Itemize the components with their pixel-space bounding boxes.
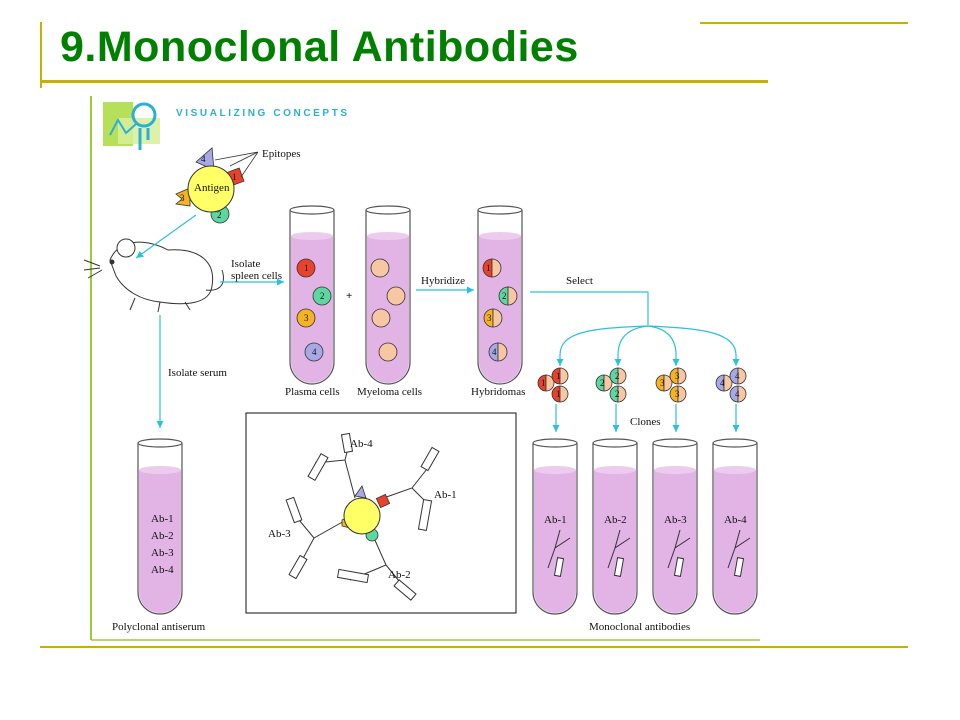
arrow-antigen-to-mouse [135,214,197,259]
polyclonal-ab-3: Ab-3 [151,547,174,559]
polyclonal-ab-1: Ab-1 [151,513,174,525]
monoclonal-antibodies-label: Monoclonal antibodies [589,621,690,633]
polyclonal-ab-2: Ab-2 [151,530,174,542]
hybridomas-tube [477,205,523,385]
inset-label-ab-1: Ab-1 [434,489,457,501]
slide-title: 9.Monoclonal Antibodies [60,23,579,71]
isolate-label: Isolate [231,258,260,270]
monoclonal-ab-1: Ab-1 [544,514,567,526]
monoclonal-tube-1 [532,438,578,615]
clone-cluster-2 [595,367,627,403]
spleen-cells-label: spleen cells [231,270,282,282]
hybridoma-number-4: 4 [492,347,497,357]
inset-antibodies [285,432,440,601]
mouse-icon [83,238,224,313]
epitope-number-2: 2 [217,210,222,220]
hybridize-label: Hybridize [421,275,465,287]
clone-2-number-c: 2 [615,389,620,399]
clone-1-number-b: 1 [556,371,561,381]
antigen-label: Antigen [194,182,230,194]
clone-1-number-a: 1 [541,378,546,388]
inset-label-ab-3: Ab-3 [268,528,291,540]
epitopes-label: Epitopes [262,148,301,160]
clone-3-number-b: 3 [675,371,680,381]
myeloma-cells-label: Myeloma cells [357,386,422,398]
title-underline [40,80,768,83]
monoclonal-tube-2 [592,438,638,615]
epitope-number-3: 3 [180,193,185,203]
epitope-number-1: 1 [232,172,237,182]
isolate-serum-label: Isolate serum [168,367,227,379]
myeloma-cells-tube [365,205,411,385]
clone-4-number-a: 4 [720,378,725,388]
clone-cluster-3 [655,367,687,403]
monoclonal-tube-3 [652,438,698,615]
plasma-cell-number-3: 3 [304,313,309,323]
polyclonal-antiserum-label: Polyclonal antiserum [112,621,206,633]
monoclonal-ab-3: Ab-3 [664,514,687,526]
epitope-number-4: 4 [201,154,206,164]
inset-antigen [341,485,391,542]
hybridoma-number-2: 2 [502,291,507,301]
monoclonal-ab-4: Ab-4 [724,514,747,526]
monoclonal-ab-2: Ab-2 [604,514,627,526]
plasma-cell-number-2: 2 [320,291,325,301]
clone-cluster-4 [715,367,747,403]
visualizing-concepts-logo [103,102,160,150]
select-label: Select [566,275,593,287]
inset-label-ab-4: Ab-4 [350,438,373,450]
antigen-circle [187,165,235,213]
clone-1-number-c: 1 [556,389,561,399]
clone-cluster-1 [537,367,569,403]
plasma-cell-number-4: 4 [312,347,317,357]
inset-label-ab-2: Ab-2 [388,569,411,581]
left-vertical-rule [40,22,42,88]
arrow-select-main [530,291,649,325]
hybridoma-number-1: 1 [486,263,491,273]
plus-sign: + [346,290,352,302]
clone-2-number-b: 2 [615,371,620,381]
monoclonal-tube-4 [712,438,758,615]
visualizing-concepts-label: VISUALIZING CONCEPTS [176,108,350,119]
top-right-rule [700,22,908,24]
clone-4-number-c: 4 [735,389,740,399]
epitope-leader-lines [214,151,259,178]
plasma-cell-number-1: 1 [304,263,309,273]
clone-3-number-c: 3 [675,389,680,399]
arrow-select-branch-inner [617,325,677,356]
bottom-rule [40,646,908,648]
plasma-cells-label: Plasma cells [285,386,340,398]
arrow-select-branch-outer [559,325,737,356]
hybridomas-label: Hybridomas [471,386,525,398]
plasma-cells-tube [289,205,335,385]
clone-2-number-a: 2 [600,378,605,388]
hybridoma-number-3: 3 [487,313,492,323]
polyclonal-tube [137,438,183,615]
antigen-group [175,147,245,224]
polyclonal-ab-4: Ab-4 [151,564,174,576]
epitope-4-shape [195,147,215,171]
clones-label: Clones [630,416,661,428]
clone-3-number-a: 3 [660,378,665,388]
antibody-binding-inset [245,412,517,614]
clone-4-number-b: 4 [735,371,740,381]
